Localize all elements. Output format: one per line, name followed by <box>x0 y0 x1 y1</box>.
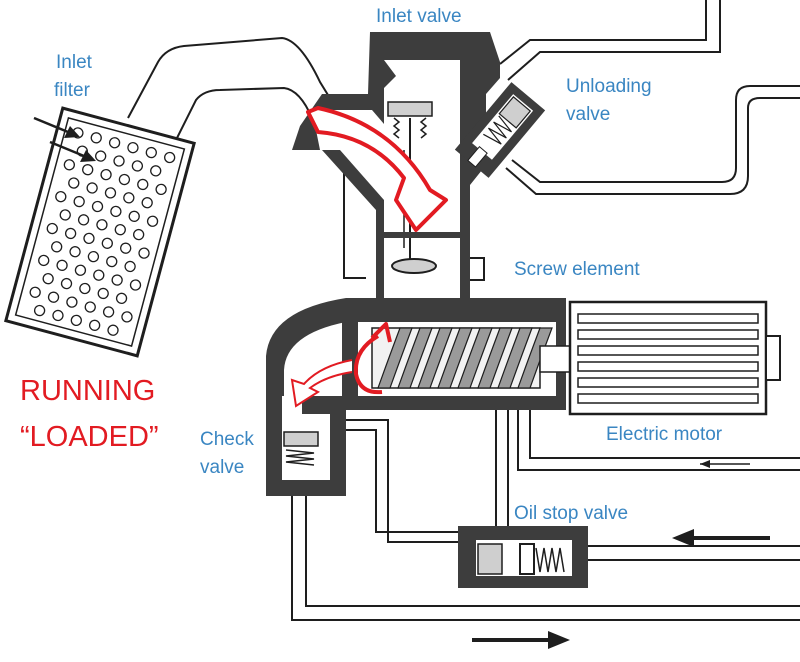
filter-mesh <box>29 127 176 336</box>
pipe-oil-return-line <box>495 392 800 532</box>
oil-stop-valve <box>458 526 588 588</box>
electric-motor-label: Electric motor <box>606 424 723 445</box>
red-discharge-flow-arrow <box>290 359 353 408</box>
red-intake-flow-arrow <box>306 106 448 232</box>
running-status-line1: RUNNING <box>20 375 155 407</box>
electric-motor <box>568 300 781 416</box>
flow-arrow-oil-return <box>700 460 750 468</box>
check-valve-label-line1: Check <box>200 429 254 450</box>
check-valve-label-line2: valve <box>200 457 244 478</box>
motor-cooling-fins <box>577 313 759 404</box>
inlet-filter <box>4 106 196 358</box>
inlet-filter-label-line2: filter <box>54 80 91 101</box>
inlet-valve-label: Inlet valve <box>376 6 462 27</box>
flow-arrow-discharge <box>472 631 570 649</box>
pipe-check-valve-line <box>291 419 800 621</box>
oil-stop-valve-label: Oil stop valve <box>514 503 628 524</box>
screw-rotor <box>371 327 571 389</box>
flow-arrow-oil-stop <box>672 529 770 547</box>
inlet-airflow-arrows <box>33 116 96 162</box>
unloading-valve-label-line1: Unloading <box>566 76 652 97</box>
unloading-valve-label-line2: valve <box>566 104 610 125</box>
unloading-valve <box>454 82 546 178</box>
red-rotation-arrow <box>353 322 392 395</box>
screw-element-label: Screw element <box>514 259 640 280</box>
check-valve <box>266 396 346 496</box>
inlet-filter-label-line1: Inlet <box>56 52 93 73</box>
pipe-inlet-filter-to-valve <box>127 36 337 141</box>
screw-lobes <box>377 327 553 389</box>
pipe-pilot-line <box>343 165 485 281</box>
inlet-valve-mechanism <box>384 101 460 274</box>
running-status-line2: “LOADED” <box>20 421 159 453</box>
pipe-oil-stop-line <box>588 545 800 561</box>
pipe-unloading-line <box>499 0 800 195</box>
